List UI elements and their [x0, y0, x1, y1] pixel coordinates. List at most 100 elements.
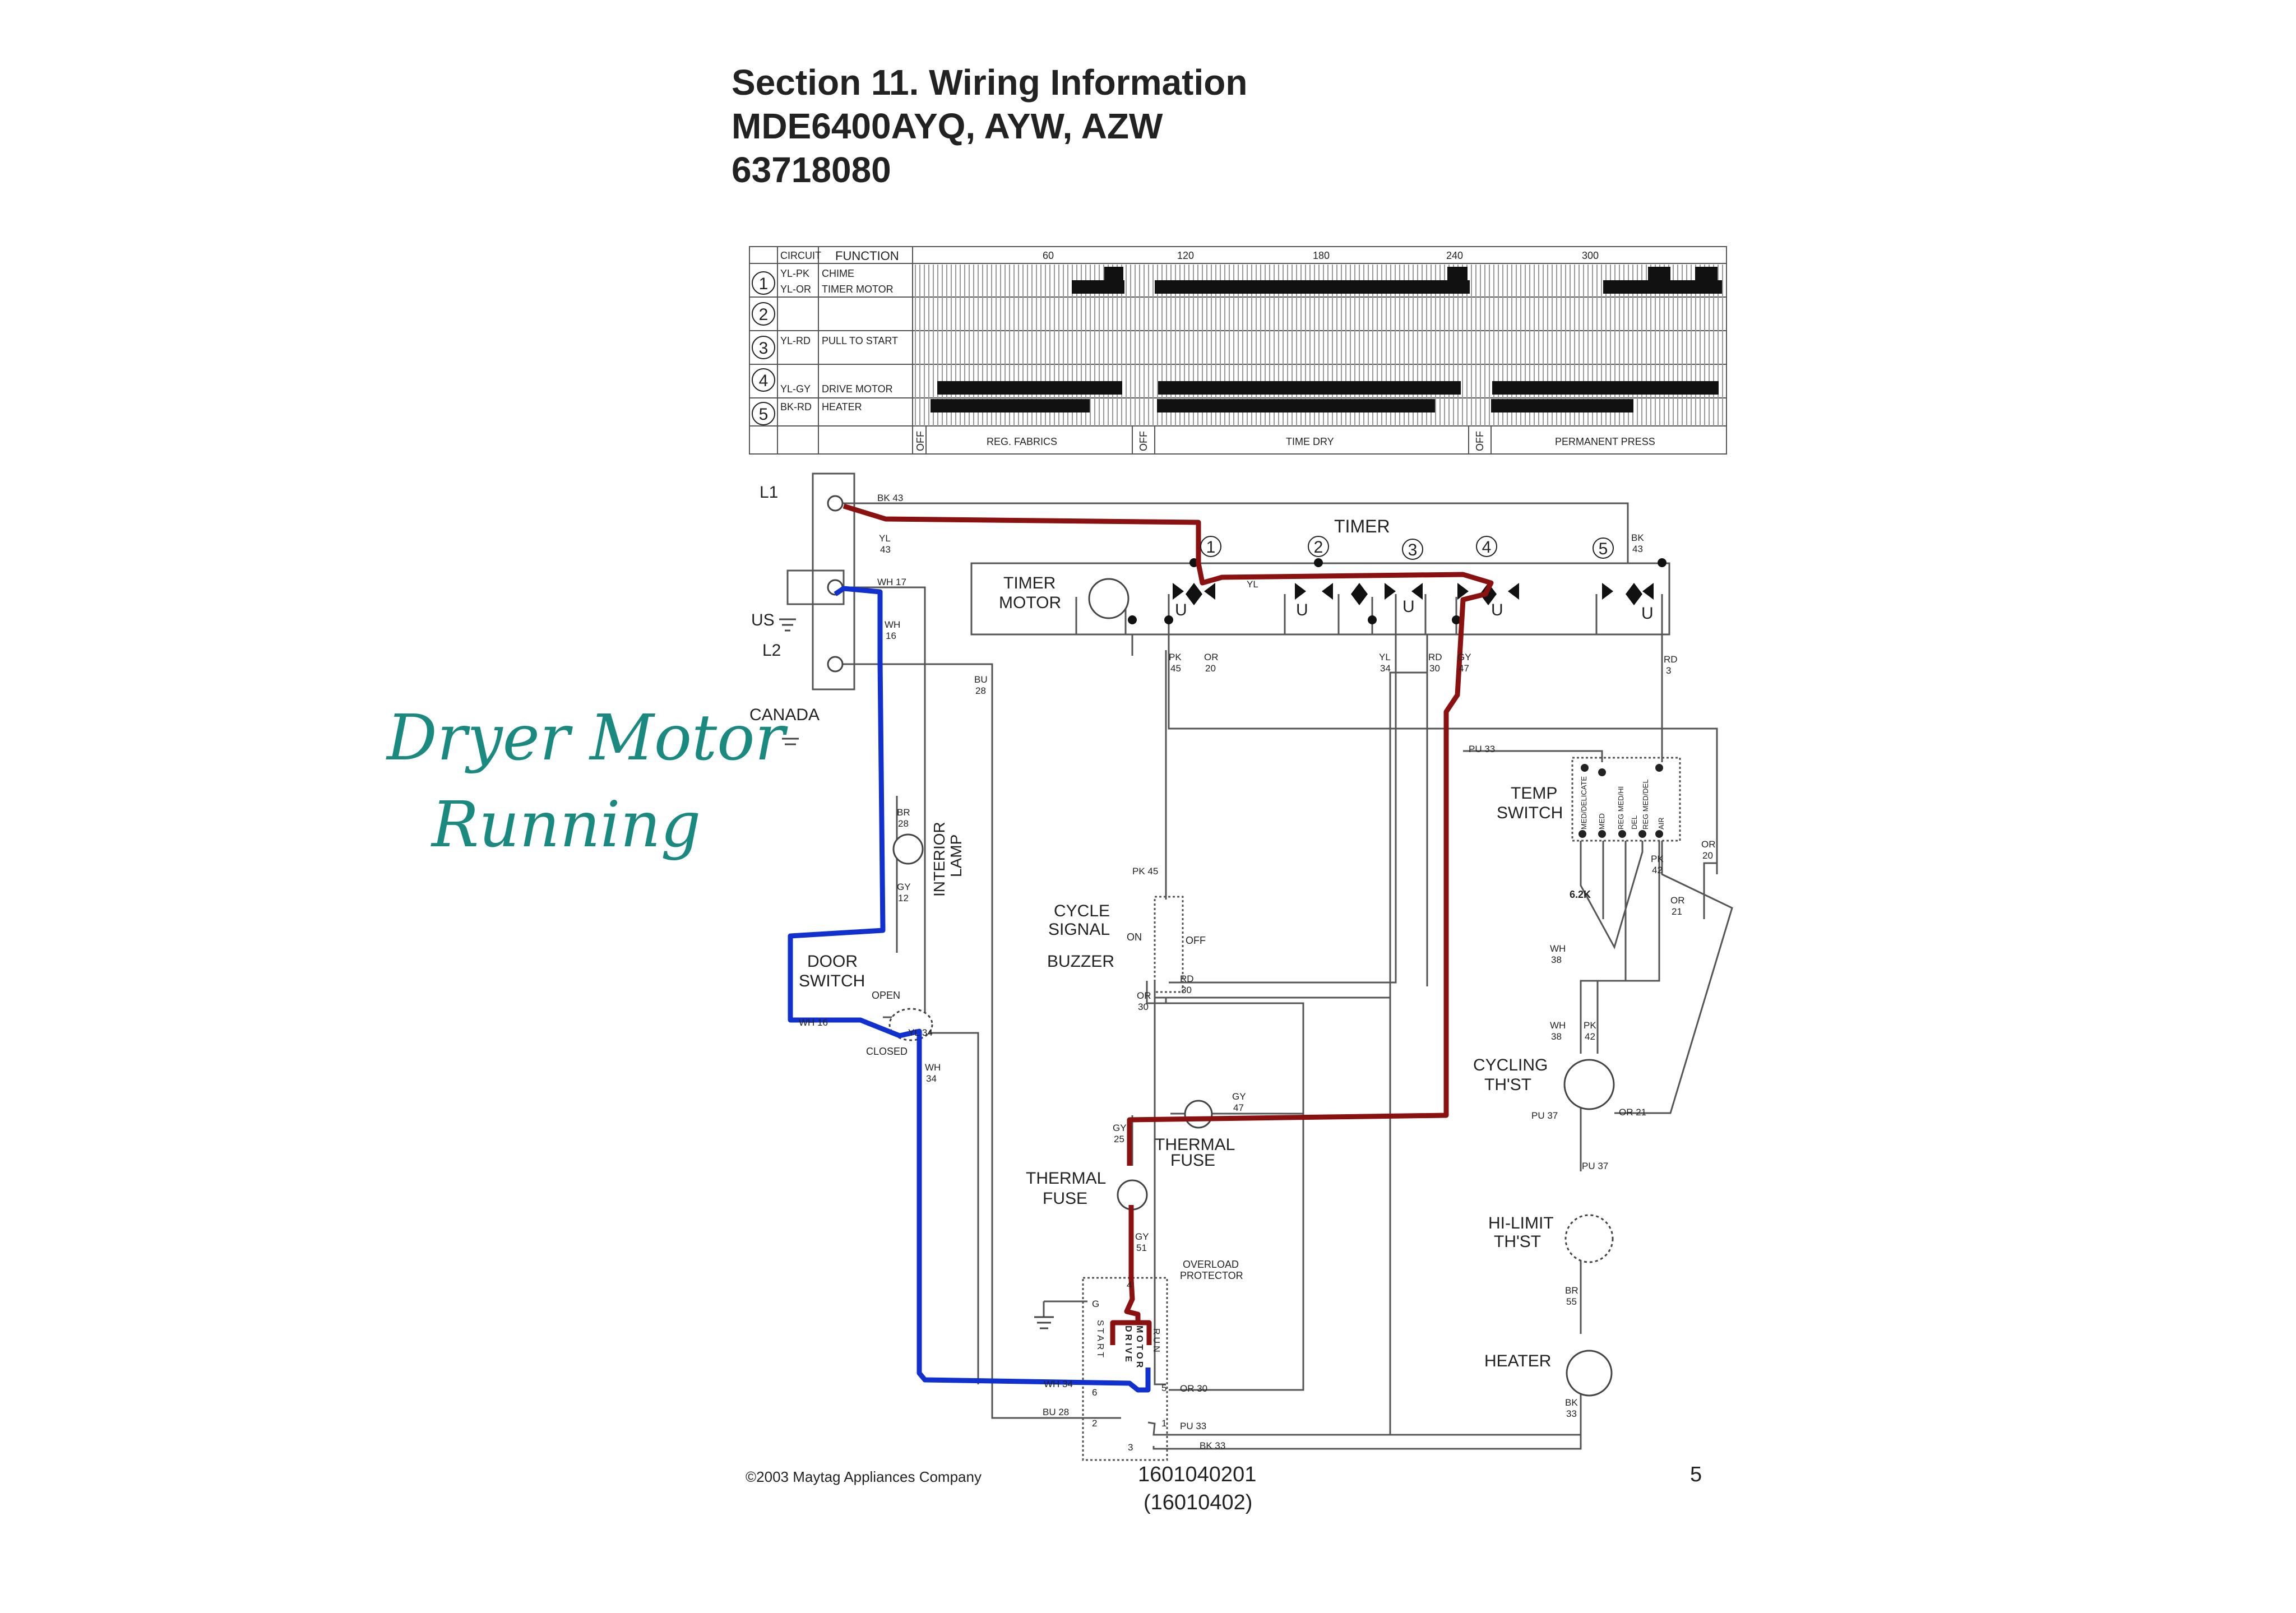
wire-br55: BR [1565, 1285, 1578, 1296]
wire-gy12n: 12 [898, 893, 909, 903]
wire-pu33: PU 33 [1469, 744, 1495, 754]
contact-num-2: 2 [1314, 538, 1323, 557]
wire-wh16n: 16 [886, 631, 896, 641]
label-overload-2: PROTECTOR [1180, 1270, 1243, 1281]
wire-or20bn: 20 [1702, 850, 1713, 861]
label-closed: CLOSED [866, 1046, 908, 1057]
label-cycle-signal-1: CYCLE [1054, 902, 1110, 920]
label-door-switch-1: DOOR [807, 952, 858, 971]
chart-num-1: 1 [759, 275, 769, 293]
chart-cycle-reg: REG. FABRICS [987, 436, 1057, 447]
label-cycling-1: CYCLING [1473, 1056, 1548, 1074]
label-resistor: 6.2K [1570, 889, 1591, 900]
contact-u-5: U [1641, 604, 1654, 623]
terminal-4: 4 [1127, 1280, 1132, 1290]
chart-row-4-circuit: YL-GY [780, 383, 811, 395]
label-open: OPEN [872, 990, 900, 1001]
chart-row-1-circuit: YL-PK [780, 268, 809, 279]
temp-pos-3: REG MED/HI [1617, 786, 1625, 829]
chart-function-header: FUNCTION [835, 249, 899, 263]
terminal-3: 3 [1128, 1442, 1133, 1453]
label-motor-motor: MOTOR [1135, 1325, 1144, 1370]
wire-gy25: GY [1113, 1123, 1127, 1133]
chart-off-2: OFF [1138, 431, 1149, 451]
label-us: US [751, 611, 775, 629]
chart-num-5: 5 [759, 405, 769, 424]
wire-rd30n: 30 [1429, 663, 1440, 674]
label-timer: TIMER [1334, 516, 1390, 536]
label-canada: CANADA [749, 706, 820, 724]
chart-row-1-function: CHIME [822, 268, 854, 279]
chart-cycle-perm: PERMANENT PRESS [1555, 436, 1655, 447]
label-off: OFF [1186, 935, 1206, 946]
footer-page-number: 5 [1690, 1463, 1702, 1486]
wire-pk45b: PK 45 [1132, 866, 1158, 877]
wire-gy25n: 25 [1114, 1134, 1124, 1144]
contact-num-5: 5 [1599, 540, 1608, 558]
part-number: 63718080 [732, 150, 891, 190]
wire-yl34b: YL [1379, 652, 1391, 662]
temp-pos-6: AIR [1657, 817, 1665, 829]
chart-scale-180: 180 [1313, 250, 1330, 261]
wire-gy47b: GY [1232, 1091, 1246, 1102]
label-buzzer: BUZZER [1047, 952, 1114, 971]
wire-or20: OR [1204, 652, 1219, 662]
annotation-line-2: Running [430, 789, 701, 861]
wire-bk33b: BK [1565, 1397, 1578, 1408]
terminal-1: 1 [1161, 1418, 1166, 1429]
label-on: ON [1127, 931, 1142, 943]
hilimit-thermostat-icon [1564, 1214, 1614, 1263]
chart-row-1b-circuit: YL-OR [780, 284, 811, 295]
wire-br55n: 55 [1566, 1296, 1577, 1307]
wire-pu33b: PU 33 [1180, 1421, 1206, 1431]
wire-pu37: PU 37 [1531, 1110, 1558, 1121]
wire-wh38bn: 38 [1551, 1031, 1562, 1042]
label-motor-start: START [1095, 1320, 1105, 1360]
wire-or30: OR [1137, 990, 1151, 1001]
terminal-l2 [827, 656, 844, 673]
label-interior-lamp-1: INTERIOR [931, 822, 948, 897]
wire-wh34b: WH 34 [1044, 1379, 1073, 1389]
terminal-2: 2 [1092, 1418, 1097, 1429]
label-l2: L2 [762, 641, 781, 660]
wire-yl43: YL [879, 533, 891, 544]
wire-bu28: BU [974, 674, 988, 685]
wire-yl34: YL 34 [908, 1027, 933, 1038]
chart-off-1: OFF [915, 431, 926, 451]
cycling-thermostat-icon [1563, 1059, 1615, 1110]
label-hilimit-2: TH'ST [1494, 1232, 1541, 1251]
terminal-g: G [1092, 1299, 1099, 1309]
wire-gy51n: 51 [1136, 1243, 1147, 1253]
wire-or20b: OR [1701, 839, 1716, 850]
wire-wh38b: WH [1550, 1020, 1566, 1031]
wire-bk33: BK 33 [1200, 1440, 1225, 1451]
chart-num-3: 3 [759, 339, 769, 358]
label-interior-lamp-2: LAMP [947, 835, 965, 877]
footer-doc-number-2: (16010402) [1144, 1491, 1253, 1514]
interior-lamp-icon [892, 833, 924, 865]
ground-symbols [779, 618, 1054, 1329]
chart-row-4-function: DRIVE MOTOR [822, 383, 893, 395]
wire-or21b: OR 21 [1619, 1107, 1646, 1118]
wire-pk42: PK [1651, 854, 1664, 864]
wire-bk43: BK 43 [877, 493, 903, 503]
section-title: Section 11. Wiring Information [732, 62, 1248, 103]
wire-pk45: PK [1169, 652, 1182, 662]
wire-yl: YL [1247, 579, 1258, 590]
temp-pos-1: MED/DELICATE [1580, 776, 1588, 829]
label-l1: L1 [760, 483, 778, 502]
wire-bk33bn: 33 [1566, 1408, 1577, 1419]
wire-gy51: GY [1135, 1231, 1149, 1242]
chart-row-numbers: 1 2 3 4 5 [752, 271, 775, 425]
wire-bk43b: BK [1631, 532, 1644, 543]
terminal-5: 5 [1161, 1383, 1166, 1393]
wire-or20n: 20 [1205, 663, 1216, 674]
terminal-l1 [827, 495, 844, 512]
wire-rd30bn: 30 [1181, 985, 1192, 995]
wire-pu37b: PU 37 [1582, 1161, 1608, 1171]
wire-wh38n: 38 [1551, 954, 1562, 965]
chart-scale-240: 240 [1446, 250, 1463, 261]
wire-gy47n: 47 [1459, 663, 1469, 674]
label-temp-switch-2: SWITCH [1497, 804, 1563, 822]
wire-bu28b: BU 28 [1043, 1407, 1069, 1417]
